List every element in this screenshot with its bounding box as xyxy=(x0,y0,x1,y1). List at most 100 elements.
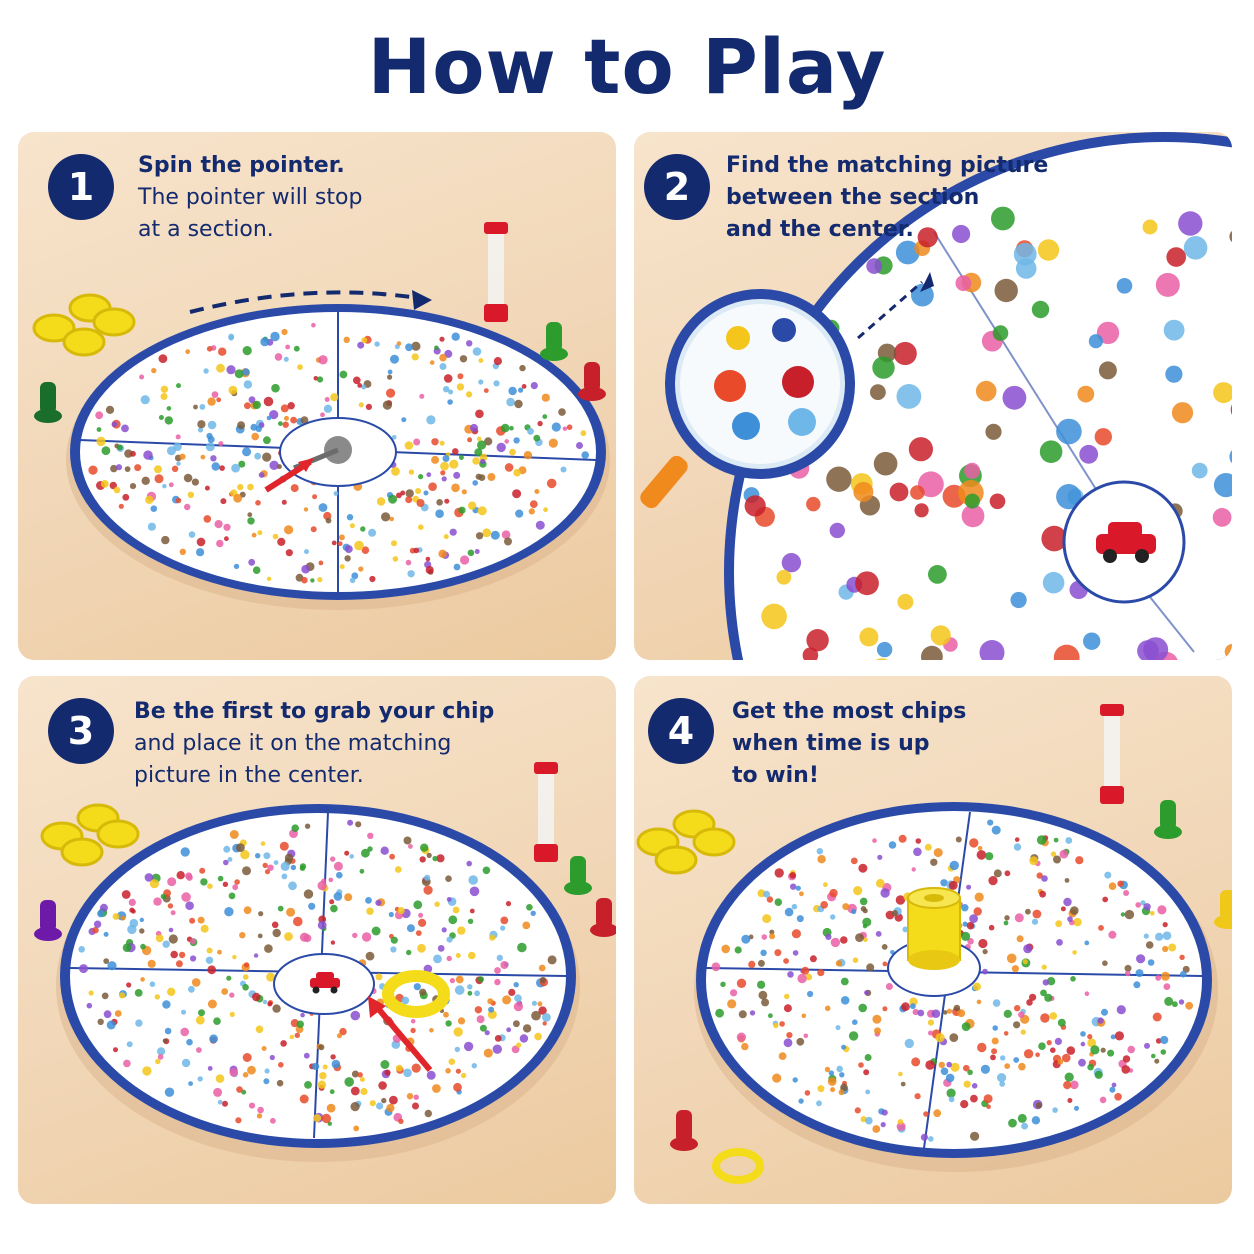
red-car-icon xyxy=(1096,522,1156,563)
board-picture xyxy=(1073,917,1082,927)
board-picture xyxy=(443,534,449,540)
board-picture xyxy=(976,850,987,860)
board-picture xyxy=(504,439,510,444)
board-picture xyxy=(196,548,205,557)
board-picture xyxy=(110,464,118,473)
board-picture xyxy=(779,1021,785,1027)
board-picture xyxy=(410,1027,416,1034)
board-picture xyxy=(380,1060,390,1069)
board-picture xyxy=(173,442,182,452)
board-picture xyxy=(487,998,494,1005)
board-picture xyxy=(242,1072,249,1078)
board-picture xyxy=(200,878,208,886)
board-picture xyxy=(797,973,807,984)
board-picture xyxy=(428,482,437,492)
board-picture xyxy=(277,905,284,912)
board-picture xyxy=(863,937,868,943)
board-picture xyxy=(866,963,875,972)
board-picture xyxy=(130,450,136,457)
step-2-line1: Find the matching picture xyxy=(726,153,1049,178)
board-picture xyxy=(381,512,391,522)
board-picture xyxy=(105,405,115,414)
board-picture xyxy=(188,531,196,538)
board-picture xyxy=(1013,1057,1020,1063)
board-picture xyxy=(439,336,445,342)
board-picture xyxy=(423,490,429,496)
board-picture xyxy=(962,921,968,927)
board-picture xyxy=(178,951,186,959)
board-picture xyxy=(344,545,353,554)
board-picture xyxy=(365,403,372,410)
board-picture xyxy=(190,955,197,962)
board-picture xyxy=(439,363,447,370)
board-picture xyxy=(162,940,170,948)
board-picture xyxy=(401,996,410,1005)
board-picture xyxy=(928,1030,933,1036)
board-picture xyxy=(1121,1065,1130,1074)
board-picture xyxy=(803,1033,809,1039)
board-picture xyxy=(992,999,1001,1007)
board-picture xyxy=(977,846,983,851)
board-picture xyxy=(401,417,407,423)
board-picture xyxy=(454,1046,460,1053)
board-picture xyxy=(443,1011,449,1018)
board-picture xyxy=(930,625,951,646)
board-picture xyxy=(200,924,209,933)
board-picture xyxy=(1084,940,1090,946)
board-picture xyxy=(144,873,154,882)
board-picture xyxy=(354,540,364,551)
board-picture xyxy=(897,1119,904,1125)
board-picture xyxy=(420,843,429,852)
board-picture xyxy=(119,992,126,999)
board-picture xyxy=(207,436,215,443)
board-picture xyxy=(967,938,974,945)
board-picture xyxy=(328,877,334,883)
board-picture xyxy=(320,412,325,418)
board-picture xyxy=(872,838,877,843)
board-picture xyxy=(262,999,268,1005)
board-picture xyxy=(508,988,516,996)
board-picture xyxy=(224,907,234,917)
board-picture xyxy=(272,1004,281,1013)
board-picture xyxy=(237,421,246,430)
board-picture xyxy=(140,395,150,405)
board-picture xyxy=(468,875,479,885)
board-picture xyxy=(1162,922,1168,928)
board-picture xyxy=(457,926,466,935)
board-picture xyxy=(992,1025,998,1031)
board-picture xyxy=(329,1089,335,1095)
board-picture xyxy=(512,489,522,499)
board-picture xyxy=(1055,920,1063,928)
board-picture xyxy=(445,875,452,882)
board-picture xyxy=(376,1102,384,1110)
board-picture xyxy=(1163,983,1171,990)
board-picture xyxy=(207,420,217,430)
board-picture xyxy=(357,383,363,388)
board-picture xyxy=(1084,991,1090,996)
board-picture xyxy=(1155,1038,1162,1044)
board-picture xyxy=(160,393,168,400)
board-picture xyxy=(876,641,893,658)
board-picture xyxy=(272,533,279,540)
board-picture xyxy=(218,441,224,447)
board-picture xyxy=(1144,1042,1150,1049)
board-picture xyxy=(805,973,813,981)
board-picture xyxy=(204,485,210,491)
board-picture xyxy=(186,874,193,881)
board-picture xyxy=(129,483,137,490)
board-picture xyxy=(865,1089,871,1095)
board-picture xyxy=(474,1006,483,1014)
board-picture xyxy=(284,415,289,421)
board-picture xyxy=(927,1019,935,1026)
board-picture xyxy=(179,453,186,460)
board-picture xyxy=(494,1035,502,1042)
board-picture xyxy=(977,1042,987,1053)
board-picture xyxy=(535,520,545,530)
board-picture xyxy=(442,455,450,462)
board-picture xyxy=(863,1069,870,1076)
board-picture xyxy=(350,1010,361,1021)
board-picture xyxy=(784,907,794,917)
board-picture xyxy=(197,420,206,429)
board-picture xyxy=(792,950,799,956)
board-picture xyxy=(1164,996,1174,1006)
